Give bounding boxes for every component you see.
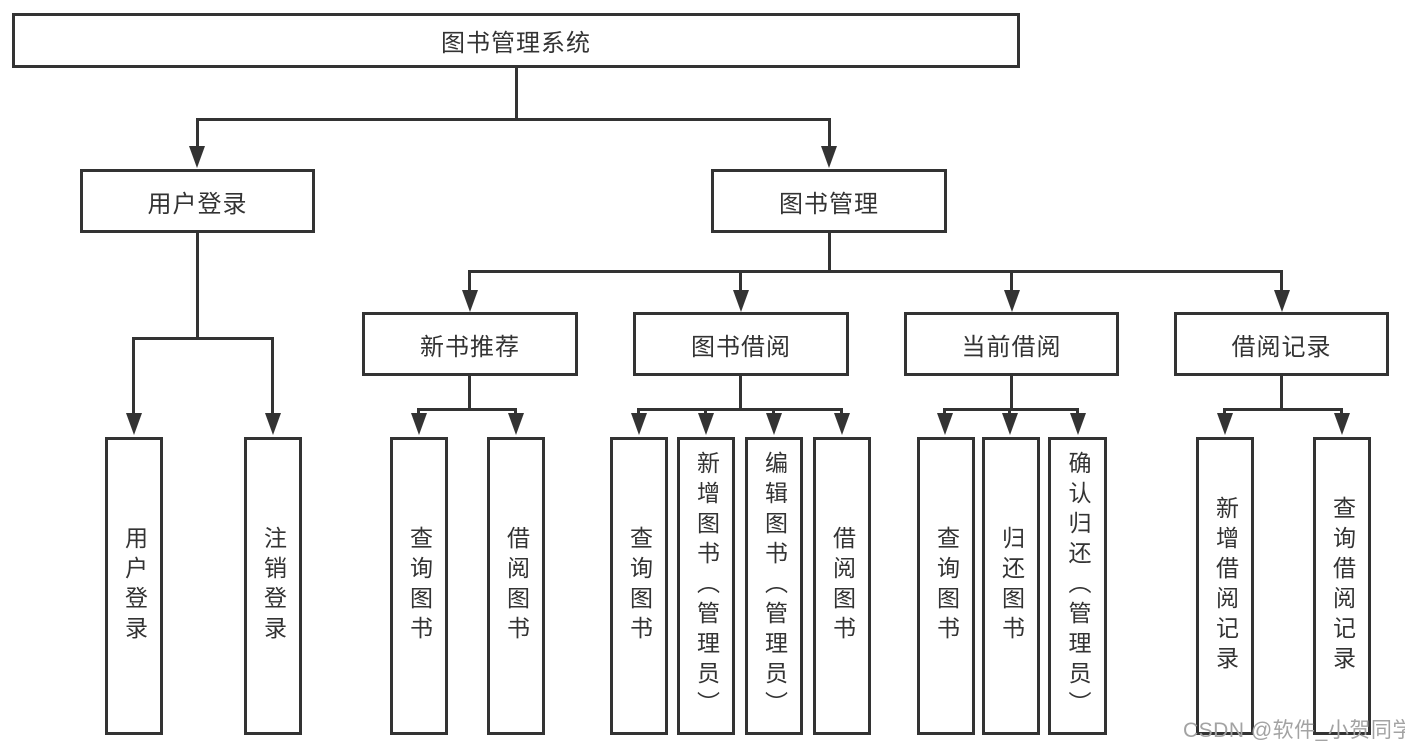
connector-line bbox=[943, 408, 946, 416]
connector-line bbox=[132, 337, 274, 340]
connector-line bbox=[417, 408, 420, 416]
node-label: 借阅图书 bbox=[829, 526, 856, 646]
node-library-management-system: 图书管理系统 bbox=[12, 13, 1020, 68]
csdn-watermark: CSDN @软件_小贺同学 bbox=[1183, 719, 1405, 742]
arrowhead-down-icon bbox=[411, 413, 427, 435]
connector-line bbox=[514, 408, 517, 416]
node-book-borrowing: 图书借阅 bbox=[633, 312, 849, 376]
arrowhead-down-icon bbox=[631, 413, 647, 435]
connector-line bbox=[1280, 270, 1283, 292]
node-leaf-edit-book-admin: 编辑图书（管理员） bbox=[745, 437, 803, 735]
connector-line bbox=[840, 408, 843, 416]
arrowhead-down-icon bbox=[1334, 413, 1350, 435]
node-label: 编辑图书（管理员） bbox=[761, 451, 788, 721]
connector-line bbox=[1008, 408, 1011, 416]
node-leaf-add-book-admin: 新增图书（管理员） bbox=[677, 437, 735, 735]
connector-line bbox=[468, 376, 471, 410]
node-leaf-query-books-current: 查询图书 bbox=[917, 437, 975, 735]
connector-line bbox=[515, 68, 518, 118]
connector-line bbox=[1010, 270, 1013, 292]
node-label: 用户登录 bbox=[121, 526, 148, 646]
node-book-management: 图书管理 bbox=[711, 169, 947, 233]
arrowhead-down-icon bbox=[1004, 290, 1020, 312]
node-label: 查询借阅记录 bbox=[1329, 496, 1356, 676]
connector-line bbox=[1076, 408, 1079, 416]
arrowhead-down-icon bbox=[1217, 413, 1233, 435]
connector-line bbox=[1010, 376, 1013, 410]
node-label: 借阅记录 bbox=[1231, 333, 1332, 361]
connector-line bbox=[196, 118, 830, 121]
connector-line bbox=[468, 270, 471, 292]
node-leaf-confirm-return-admin: 确认归还（管理员） bbox=[1048, 437, 1107, 735]
node-new-book-recommendation: 新书推荐 bbox=[362, 312, 578, 376]
node-leaf-query-books-recommend: 查询图书 bbox=[390, 437, 448, 735]
connector-line bbox=[772, 408, 775, 416]
node-label: 图书管理 bbox=[779, 190, 879, 218]
node-leaf-query-borrow-record: 查询借阅记录 bbox=[1313, 437, 1371, 735]
connector-line bbox=[1280, 376, 1283, 410]
node-borrowing-records: 借阅记录 bbox=[1174, 312, 1389, 376]
node-label: 新增图书（管理员） bbox=[693, 451, 720, 721]
node-leaf-borrow-books: 借阅图书 bbox=[813, 437, 871, 735]
node-label: 归还图书 bbox=[998, 526, 1025, 646]
connector-line bbox=[704, 408, 707, 416]
arrowhead-down-icon bbox=[462, 290, 478, 312]
node-label: 图书借阅 bbox=[691, 333, 791, 361]
connector-line bbox=[637, 408, 842, 411]
arrowhead-down-icon bbox=[733, 290, 749, 312]
connector-line bbox=[1340, 408, 1343, 416]
arrowhead-down-icon bbox=[265, 413, 281, 435]
node-leaf-query-books-borrowing: 查询图书 bbox=[610, 437, 668, 735]
connector-line bbox=[739, 376, 742, 410]
node-user-login: 用户登录 bbox=[80, 169, 315, 233]
node-label: 查询图书 bbox=[933, 526, 960, 646]
arrowhead-down-icon bbox=[189, 146, 205, 168]
node-leaf-logout: 注销登录 bbox=[244, 437, 302, 735]
connector-line bbox=[271, 337, 274, 415]
connector-line bbox=[196, 233, 199, 339]
arrowhead-down-icon bbox=[1274, 290, 1290, 312]
connector-line bbox=[1223, 408, 1226, 416]
connector-line bbox=[637, 408, 640, 416]
arrowhead-down-icon bbox=[1070, 413, 1086, 435]
node-label: 用户登录 bbox=[147, 190, 248, 218]
connector-line bbox=[468, 270, 1283, 273]
node-label: 注销登录 bbox=[260, 526, 287, 646]
arrowhead-down-icon bbox=[1002, 413, 1018, 435]
node-leaf-add-borrow-record: 新增借阅记录 bbox=[1196, 437, 1254, 735]
connector-line bbox=[828, 233, 831, 271]
connector-line bbox=[132, 337, 135, 415]
connector-line bbox=[828, 118, 831, 148]
arrowhead-down-icon bbox=[834, 413, 850, 435]
node-current-borrowing: 当前借阅 bbox=[904, 312, 1119, 376]
node-label: 图书管理系统 bbox=[441, 30, 591, 57]
node-leaf-return-books: 归还图书 bbox=[982, 437, 1040, 735]
connector-line bbox=[943, 408, 1079, 411]
connector-line bbox=[417, 408, 517, 411]
node-leaf-borrow-books-recommend: 借阅图书 bbox=[487, 437, 545, 735]
node-label: 新书推荐 bbox=[420, 333, 520, 361]
node-label: 查询图书 bbox=[406, 526, 433, 646]
arrowhead-down-icon bbox=[766, 413, 782, 435]
node-label: 查询图书 bbox=[626, 526, 653, 646]
arrowhead-down-icon bbox=[698, 413, 714, 435]
node-label: 当前借阅 bbox=[961, 333, 1062, 361]
arrowhead-down-icon bbox=[937, 413, 953, 435]
node-leaf-user-login: 用户登录 bbox=[105, 437, 163, 735]
node-label: 确认归还（管理员） bbox=[1065, 451, 1091, 721]
arrowhead-down-icon bbox=[821, 146, 837, 168]
arrowhead-down-icon bbox=[126, 413, 142, 435]
connector-line bbox=[196, 118, 199, 148]
connector-line bbox=[1223, 408, 1343, 411]
node-label: 借阅图书 bbox=[503, 526, 530, 646]
arrowhead-down-icon bbox=[508, 413, 524, 435]
node-label: 新增借阅记录 bbox=[1212, 496, 1239, 676]
connector-line bbox=[739, 270, 742, 292]
